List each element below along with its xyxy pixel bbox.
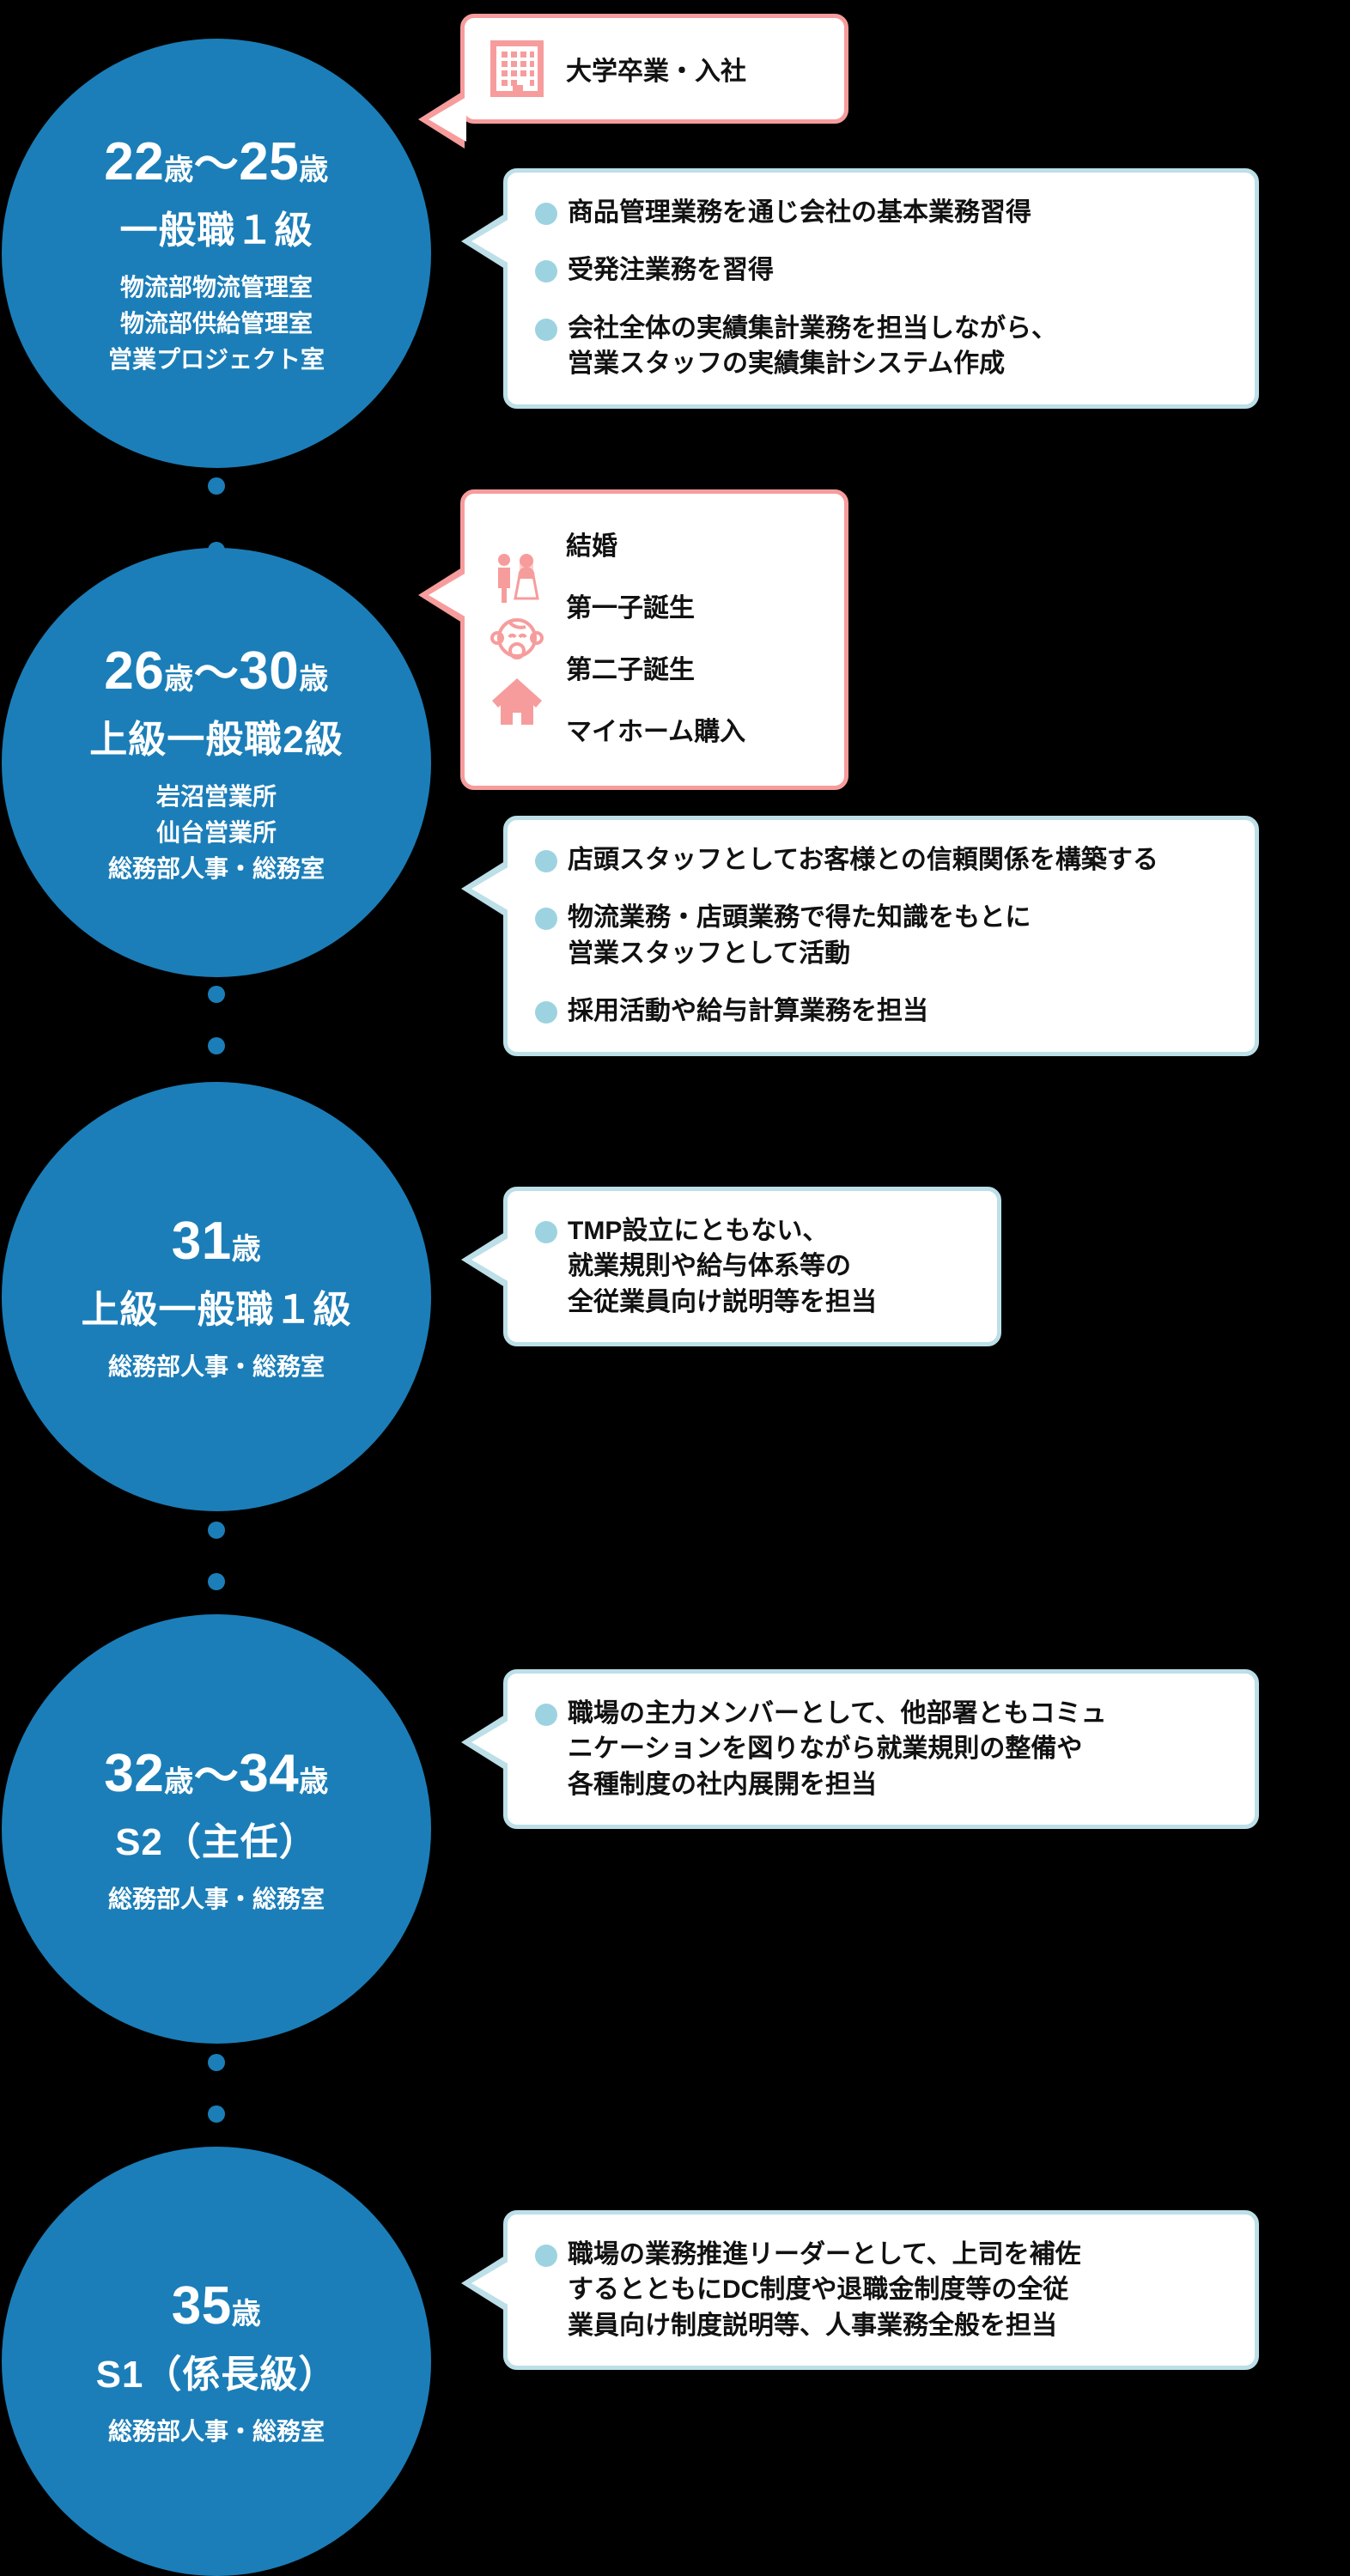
bubble-work-2: 店頭スタッフとしてお客様との信頼関係を構築する 物流業務・店頭業務で得た知識をも… [461, 816, 1259, 1056]
bubble-work-5: 職場の業務推進リーダーとして、上司を補佐 するとともにDC制度や退職金制度等の全… [461, 2210, 1259, 2371]
work-3-list: TMP設立にともない、 就業規則や給与体系等の 全従業員向け説明等を担当 [533, 1213, 971, 1320]
department-item: 総務部人事・総務室 [107, 2418, 325, 2445]
stage-departments-3: 総務部人事・総務室 [108, 1349, 325, 1385]
department-item: 物流部物流管理室 [119, 274, 313, 301]
stage-age-2: 26歳～30歳 [104, 641, 329, 701]
stage-age-5: 35歳 [171, 2275, 262, 2336]
stage-circle-1: 22歳～25歳 一般職１級 物流部物流管理室 物流部供給管理室 営業プロジェクト… [2, 39, 431, 468]
stage-rank-3: 上級一般職１級 [81, 1289, 352, 1332]
stage-rank-1: 一般職１級 [119, 210, 313, 252]
department-item: 営業プロジェクト室 [107, 346, 325, 374]
work-item: 採用活動や給与計算業務を担当 [533, 993, 1229, 1029]
life-event-label: マイホーム購入 [566, 718, 746, 746]
stage-circle-3: 31歳 上級一般職１級 総務部人事・総務室 [2, 1082, 431, 1511]
work-2-list: 店頭スタッフとしてお客様との信頼関係を構築する 物流業務・店頭業務で得た知識をも… [533, 842, 1229, 1030]
stage-circle-5: 35歳 S1（係長級） 総務部人事・総務室 [2, 2147, 431, 2576]
life-event-label: 第二子誕生 [566, 656, 695, 684]
department-item: 総務部人事・総務室 [107, 1886, 325, 1913]
life-event-labels: 結婚 第一子誕生 第二子誕生 マイホーム購入 [566, 516, 745, 763]
work-item: 商品管理業務を通じ会社の基本業務習得 [533, 195, 1229, 230]
bubble-work-4: 職場の主力メンバーとして、他部署ともコミュ ニケーションを図りながら就業規則の整… [461, 1669, 1259, 1830]
stage-departments-1: 物流部物流管理室 物流部供給管理室 営業プロジェクト室 [108, 270, 325, 378]
work-5-list: 職場の業務推進リーダーとして、上司を補佐 するとともにDC制度や退職金制度等の全… [533, 2237, 1229, 2343]
stage-departments-4: 総務部人事・総務室 [108, 1881, 325, 1917]
department-item: 岩沼営業所 [155, 783, 277, 811]
department-item: 仙台営業所 [155, 819, 277, 847]
life-event-label: 第一子誕生 [566, 594, 695, 623]
work-item: 店頭スタッフとしてお客様との信頼関係を構築する [533, 842, 1229, 878]
stage-age-1: 22歳～25歳 [104, 131, 329, 191]
department-item: 総務部人事・総務室 [107, 1353, 325, 1381]
life-event-icons [490, 551, 544, 728]
department-item: 物流部供給管理室 [119, 310, 313, 337]
stage-circle-4: 32歳～34歳 S2（主任） 総務部人事・総務室 [2, 1614, 431, 2044]
wedding-couple-icon [490, 551, 544, 605]
work-item: 受発注業務を習得 [533, 252, 1229, 288]
stage-departments-5: 総務部人事・総務室 [108, 2414, 325, 2450]
department-item: 総務部人事・総務室 [107, 855, 325, 883]
life-event-label: 結婚 [566, 532, 617, 561]
stage-age-3: 31歳 [171, 1211, 262, 1271]
stage-rank-5: S1（係長級） [95, 2354, 338, 2397]
work-4-list: 職場の主力メンバーとして、他部署ともコミュ ニケーションを図りながら就業規則の整… [533, 1696, 1229, 1802]
work-1-list: 商品管理業務を通じ会社の基本業務習得 受発注業務を習得 会社全体の実績集計業務を… [533, 195, 1229, 382]
stage-circle-2: 26歳～30歳 上級一般職2級 岩沼営業所 仙台営業所 総務部人事・総務室 [2, 548, 431, 977]
stage-age-4: 32歳～34歳 [104, 1743, 329, 1803]
bubble-work-3: TMP設立にともない、 就業規則や給与体系等の 全従業員向け説明等を担当 [461, 1187, 1001, 1347]
work-item: 会社全体の実績集計業務を担当しながら、 営業スタッフの実績集計システム作成 [533, 311, 1229, 382]
house-icon [490, 675, 544, 728]
bubble-life-events: 結婚 第一子誕生 第二子誕生 マイホーム購入 [418, 489, 848, 790]
entry-event-label: 大学卒業・入社 [566, 58, 746, 86]
work-item: 職場の業務推進リーダーとして、上司を補佐 するとともにDC制度や退職金制度等の全… [533, 2237, 1229, 2343]
work-item: 職場の主力メンバーとして、他部署ともコミュ ニケーションを図りながら就業規則の整… [533, 1696, 1229, 1802]
stage-rank-2: 上級一般職2級 [89, 719, 344, 762]
baby-icon [490, 613, 544, 666]
office-building-icon [490, 40, 544, 97]
work-item: 物流業務・店頭業務で得た知識をもとに 営業スタッフとして活動 [533, 900, 1229, 971]
bubble-entry-event: 大学卒業・入社 [418, 14, 848, 149]
stage-departments-2: 岩沼営業所 仙台営業所 総務部人事・総務室 [108, 779, 325, 887]
bubble-work-1: 商品管理業務を通じ会社の基本業務習得 受発注業務を習得 会社全体の実績集計業務を… [461, 168, 1259, 409]
stage-rank-4: S2（主任） [115, 1821, 318, 1864]
work-item: TMP設立にともない、 就業規則や給与体系等の 全従業員向け説明等を担当 [533, 1213, 971, 1320]
